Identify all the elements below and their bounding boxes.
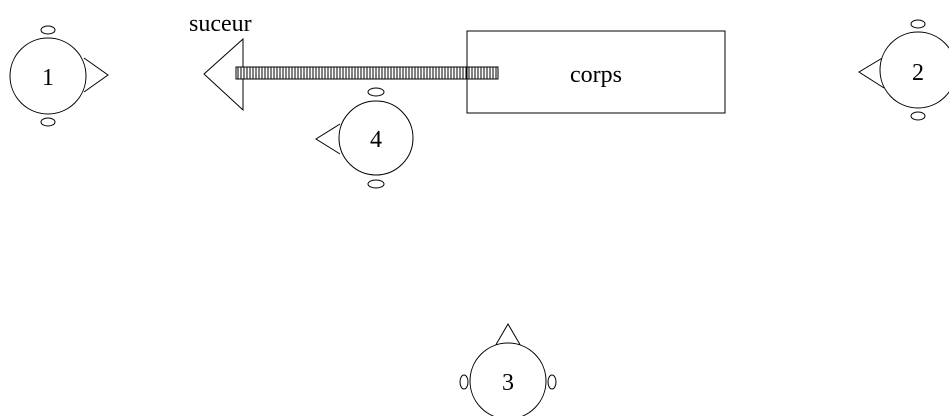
head-3-label: 3	[502, 370, 514, 396]
head-2-nose	[858, 56, 885, 89]
head-1-label: 1	[42, 65, 54, 91]
head-3-circle	[469, 342, 547, 416]
head-3: 3	[459, 323, 557, 416]
head-3-ear-right	[547, 374, 557, 390]
head-1-ear-bottom	[40, 117, 56, 127]
head-4-circle	[338, 100, 414, 176]
tube	[235, 66, 499, 80]
head-2-label: 2	[912, 60, 924, 86]
head-1: 1	[9, 25, 109, 127]
corps-label: corps	[570, 62, 622, 88]
head-2-ear-bottom	[910, 111, 926, 121]
head-4-ear-top	[367, 87, 385, 97]
head-2: 2	[858, 19, 949, 121]
head-2-circle	[879, 31, 949, 109]
tube-hatching	[237, 67, 497, 79]
head-4-nose	[315, 123, 341, 155]
corps: corps	[466, 30, 726, 114]
corps-rect	[466, 30, 726, 114]
head-2-ear-top	[910, 19, 926, 29]
head-1-circle	[9, 37, 87, 115]
head-4-label: 4	[370, 127, 382, 153]
suceur-label: suceur	[189, 11, 252, 37]
head-3-nose	[493, 323, 523, 349]
head-4-ear-bottom	[367, 179, 385, 189]
head-4: 4	[315, 87, 414, 189]
head-3-ear-left	[459, 374, 469, 390]
suceur: suceur	[189, 11, 252, 112]
head-1-ear-top	[40, 25, 56, 35]
head-1-nose	[83, 57, 109, 93]
